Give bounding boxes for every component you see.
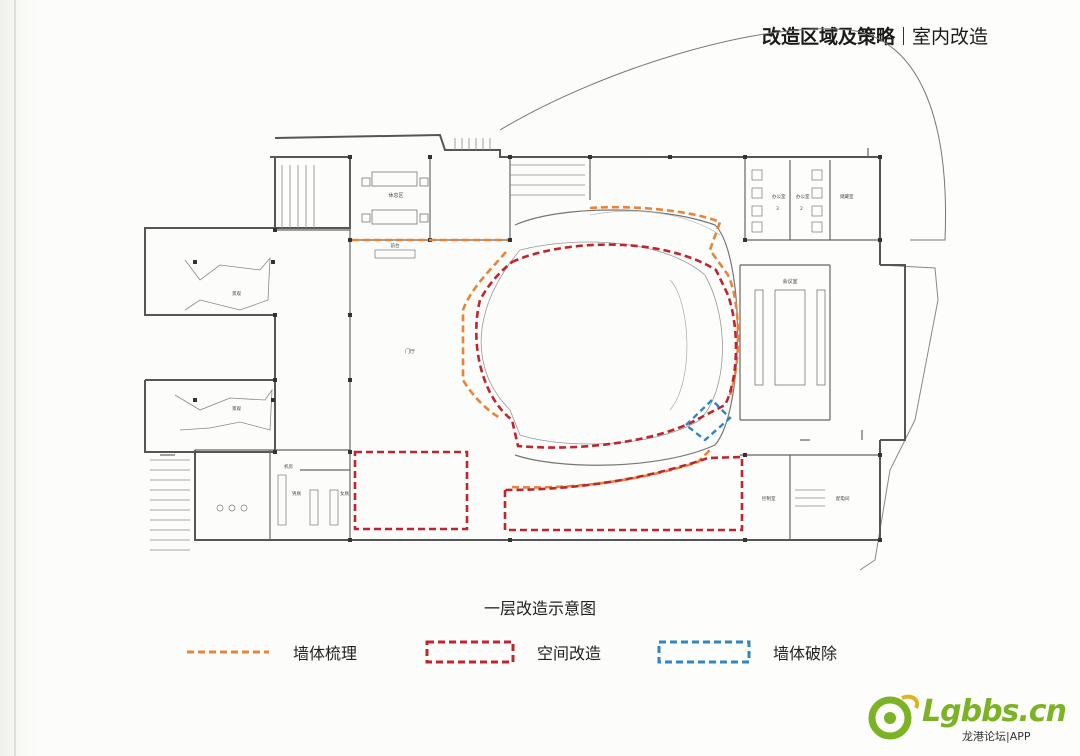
legend: 墙体梳理 空间改造 墙体破除: [0, 640, 1080, 680]
legend-item-space-renovation: 空间改造: [425, 640, 601, 664]
legend-label-wall-removal: 墙体破除: [773, 644, 838, 663]
auditorium-inner: [480, 241, 723, 445]
label-office-a: 办公室: [772, 193, 786, 200]
landscape-area-a: [184, 256, 271, 311]
site-curve-right: [859, 264, 939, 571]
annotation-ticks: [160, 148, 869, 456]
reading-room-furniture: [361, 171, 429, 225]
red-box-south: [503, 455, 744, 532]
legend-swatch-blue-rect: [657, 640, 751, 664]
watermark-brand: Lgbbs.cn: [922, 694, 1067, 729]
legend-swatch-orange-line: [187, 650, 269, 654]
label-control: 控制室: [762, 495, 776, 502]
label-office-b: 办公室: [796, 193, 810, 200]
label-wc-female: 女厕: [340, 490, 349, 497]
space-renovation-marks: [353, 243, 744, 532]
landscape-area-b: [174, 388, 273, 431]
label-meeting: 会议室: [782, 278, 797, 285]
label-wc-male: 男厕: [292, 491, 301, 497]
site-boundary: [499, 28, 947, 241]
wc-fixtures: [216, 474, 339, 526]
binding-spine: [14, 0, 16, 756]
label-deco-a: 景观: [232, 291, 241, 297]
label-deco-b: 景观: [232, 406, 241, 412]
office-furniture: [751, 169, 823, 233]
orange-auditorium-top: [589, 205, 740, 396]
legend-swatch-red-rect: [425, 640, 515, 664]
label-transformer: 配电间: [836, 495, 850, 502]
auditorium-outer: [514, 209, 739, 466]
header-title-normal: 室内改造: [911, 26, 988, 48]
header-separator: [902, 27, 904, 45]
legend-item-wall-removal: 墙体破除: [657, 640, 837, 664]
label-office-d: 2: [800, 206, 803, 212]
red-box-lobby: [353, 450, 469, 531]
diagram-caption: 一层改造示意图: [483, 599, 596, 618]
column-markers: [193, 155, 882, 542]
label-office-c: 3: [776, 206, 779, 212]
label-reading-room: 休息区: [388, 192, 403, 199]
stage-lines: [669, 279, 688, 411]
red-auditorium-ring: [474, 243, 738, 449]
orange-bottom-arc: [511, 447, 713, 489]
orange-auditorium-left: [461, 251, 507, 420]
inner-walls: [195, 157, 880, 540]
header-title-bold: 改造区域及策略: [761, 26, 895, 48]
front-desk-counter: [374, 249, 416, 259]
floor-plan: 休息区 会议室 办公室 办公室 3 2 储藏室 门厅 前台 景观 景观: [144, 28, 947, 571]
page-header: 改造区域及策略室内改造: [762, 22, 988, 49]
stair-hatching: [150, 138, 825, 551]
outer-walls: [144, 133, 906, 541]
forum-logo-icon: [868, 694, 919, 740]
legend-label-wall-sorting: 墙体梳理: [293, 644, 358, 663]
label-lobby: 门厅: [405, 348, 415, 355]
label-machine: 机房: [284, 463, 293, 470]
blue-box-1: [684, 398, 732, 442]
seating-arc: [589, 210, 721, 236]
watermark-sub: 龙港论坛|APP: [962, 730, 1031, 743]
watermark: Lgbbs.cn 龙港论坛|APP: [866, 688, 1067, 748]
label-front-desk: 前台: [391, 242, 400, 249]
wall-sorting-marks: [352, 205, 740, 489]
legend-item-wall-sorting: 墙体梳理: [185, 640, 357, 664]
meeting-room-furniture: [754, 289, 826, 386]
wall-removal-marks: [684, 398, 732, 442]
label-storage: 储藏室: [840, 193, 854, 200]
legend-label-space-renovation: 空间改造: [537, 644, 602, 663]
